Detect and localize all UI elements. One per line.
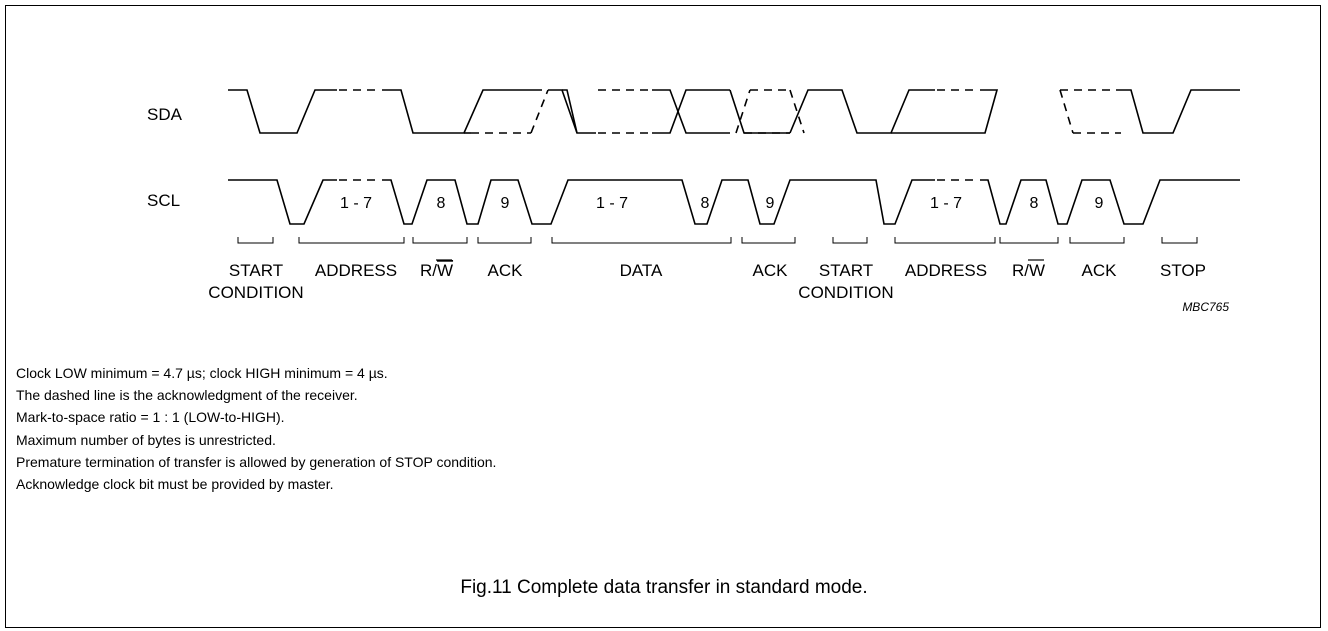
timing-diagram: SDA SCL 1 - 7 8 9 bbox=[147, 89, 1240, 314]
sda-label: SDA bbox=[147, 105, 183, 124]
phase-ack-label: ACK bbox=[1082, 261, 1118, 280]
phase-start-condition-label: CONDITION bbox=[798, 283, 893, 302]
phase-start-label: START bbox=[819, 261, 873, 280]
note-item: Maximum number of bytes is unrestricted. bbox=[16, 431, 276, 448]
note-item: Acknowledge clock bit must be provided b… bbox=[16, 475, 334, 492]
figure-caption: Fig.11 Complete data transfer in standar… bbox=[460, 577, 868, 598]
phase-ack-label: ACK bbox=[488, 261, 524, 280]
phase-start-condition-label: CONDITION bbox=[208, 283, 303, 302]
phase-address-label: ADDRESS bbox=[315, 261, 397, 280]
figure-code: MBC765 bbox=[1182, 300, 1229, 314]
note-item: Mark-to-space ratio = 1 : 1 (LOW-to-HIGH… bbox=[16, 409, 285, 426]
phase-brackets bbox=[237, 237, 1198, 244]
phase-address-label: ADDRESS bbox=[905, 261, 987, 280]
bit-label: 9 bbox=[501, 195, 510, 212]
phase-stop-label: STOP bbox=[1160, 261, 1206, 280]
bit-label: 8 bbox=[1030, 195, 1039, 212]
bit-label: 1 - 7 bbox=[930, 195, 962, 212]
bit-label: 8 bbox=[437, 195, 446, 212]
bit-label: 1 - 7 bbox=[340, 195, 372, 212]
phase-rw-label: R/W bbox=[420, 261, 453, 280]
scl-label: SCL bbox=[147, 191, 180, 210]
phase-start-label: START bbox=[229, 261, 283, 280]
figure-frame bbox=[5, 5, 1321, 628]
note-item: Premature termination of transfer is all… bbox=[16, 453, 497, 470]
phase-data-label: DATA bbox=[620, 261, 663, 280]
bit-label: 9 bbox=[766, 195, 775, 212]
note-item: The dashed line is the acknowledgment of… bbox=[16, 387, 358, 404]
sda-waveform bbox=[228, 89, 1240, 134]
bit-label: 8 bbox=[701, 195, 710, 212]
note-item: Clock LOW minimum = 4.7 µs; clock HIGH m… bbox=[16, 365, 388, 381]
bit-label: 9 bbox=[1095, 195, 1104, 212]
notes-list: Clock LOW minimum = 4.7 µs; clock HIGH m… bbox=[16, 362, 496, 495]
scl-waveform bbox=[228, 179, 1240, 225]
phase-ack-label: ACK bbox=[753, 261, 789, 280]
bit-label: 1 - 7 bbox=[596, 195, 628, 212]
phase-rw-label: R/W bbox=[1012, 261, 1045, 280]
